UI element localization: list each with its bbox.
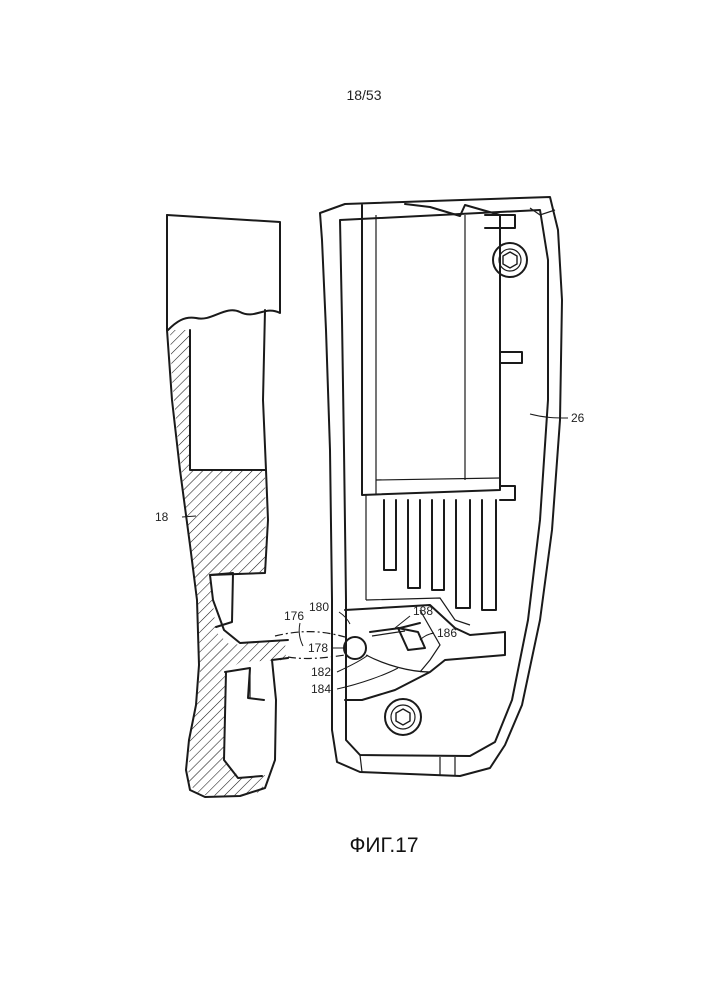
ref-188: 188 <box>413 604 433 618</box>
housing-inner-rim <box>340 210 548 756</box>
ref-184: 184 <box>311 682 331 696</box>
left-section-hatch <box>170 330 286 796</box>
ref-176: 176 <box>284 609 304 623</box>
ref-186: 186 <box>437 626 457 640</box>
ref-18: 18 <box>155 510 169 524</box>
left-inner-recess <box>190 330 265 470</box>
left-lower-channel <box>224 668 264 778</box>
ref-182: 182 <box>311 665 331 679</box>
housing-top-block <box>362 204 500 495</box>
figure-caption: ФИГ.17 <box>349 834 418 857</box>
housing-outer-shell <box>320 197 562 776</box>
latch-mechanism <box>344 605 505 700</box>
upper-screw-icon <box>493 243 527 277</box>
left-top-torn-edge <box>167 215 280 330</box>
page-number: 18/53 <box>346 87 381 103</box>
housing-right-tab-low <box>500 486 515 500</box>
left-component-18 <box>167 215 288 797</box>
lower-screw-icon <box>385 699 421 735</box>
housing-right-tab-mid <box>500 352 522 363</box>
right-housing-26 <box>320 197 562 776</box>
ref-180: 180 <box>309 600 329 614</box>
ref-178: 178 <box>308 641 328 655</box>
pivot-pin-178 <box>344 637 366 659</box>
ref-26: 26 <box>571 411 585 425</box>
